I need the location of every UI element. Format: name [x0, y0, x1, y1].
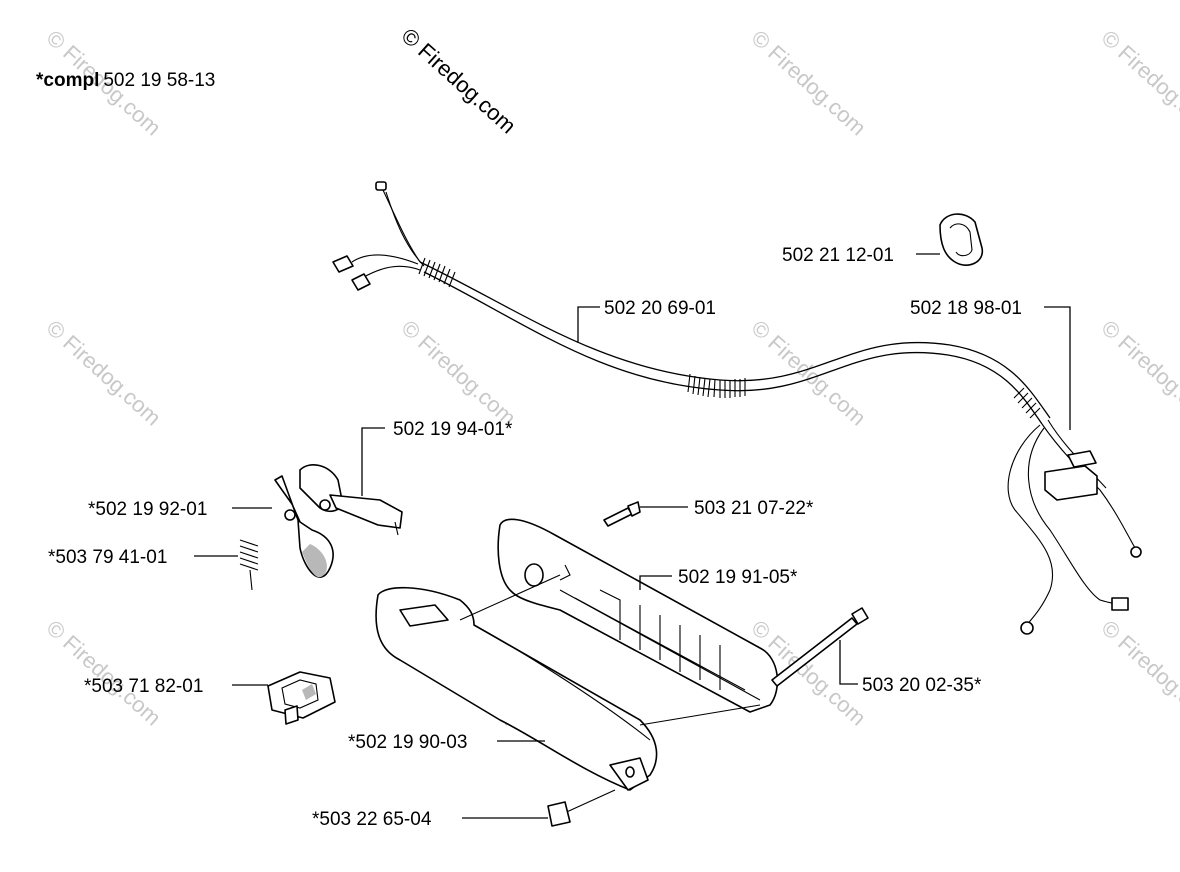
cable-harness-drawing — [332, 181, 1142, 635]
watermark: © Firedog.com — [42, 615, 166, 730]
watermark: © Firedog.com — [747, 315, 871, 430]
watermark: © Firedog.com — [1097, 615, 1180, 730]
part-labels: 502 21 12-01 502 20 69-01 502 18 98-01 5… — [48, 245, 1022, 830]
label-503-71-82-01: *503 71 82-01 — [84, 676, 203, 697]
assembly-prefix: *compl — [36, 70, 99, 91]
label-502-18-98-01: 502 18 98-01 — [910, 298, 1022, 319]
label-503-22-65-04: *503 22 65-04 — [312, 809, 432, 830]
label-502-19-92-01: *502 19 92-01 — [88, 499, 207, 520]
label-502-19-91-05: 502 19 91-05* — [678, 567, 798, 588]
copyright-notice: © Firedog.com — [397, 23, 521, 138]
cable-clip-drawing — [939, 213, 984, 266]
watermark: © Firedog.com — [1097, 25, 1180, 140]
watermark: © Firedog.com — [42, 315, 166, 430]
watermark: © Firedog.com — [397, 315, 521, 430]
leader-lines — [194, 253, 1071, 819]
label-503-21-07-22: 503 21 07-22* — [694, 498, 814, 519]
label-503-20-02-35: 503 20 02-35* — [862, 675, 982, 696]
watermark: © Firedog.com — [747, 25, 871, 140]
label-503-79-41-01: *503 79 41-01 — [48, 547, 167, 568]
label-502-21-12-01: 502 21 12-01 — [782, 245, 894, 266]
watermark: © Firedog.com — [1097, 315, 1180, 430]
label-502-19-90-03: *502 19 90-03 — [348, 732, 467, 753]
handle-drawing — [375, 501, 869, 827]
label-502-19-94-01: 502 19 94-01* — [393, 419, 513, 440]
label-502-20-69-01: 502 20 69-01 — [604, 298, 716, 319]
trigger-parts-drawing — [239, 464, 403, 591]
switch-drawing — [267, 671, 336, 725]
assembly-part-number: 502 19 58-13 — [103, 70, 215, 91]
